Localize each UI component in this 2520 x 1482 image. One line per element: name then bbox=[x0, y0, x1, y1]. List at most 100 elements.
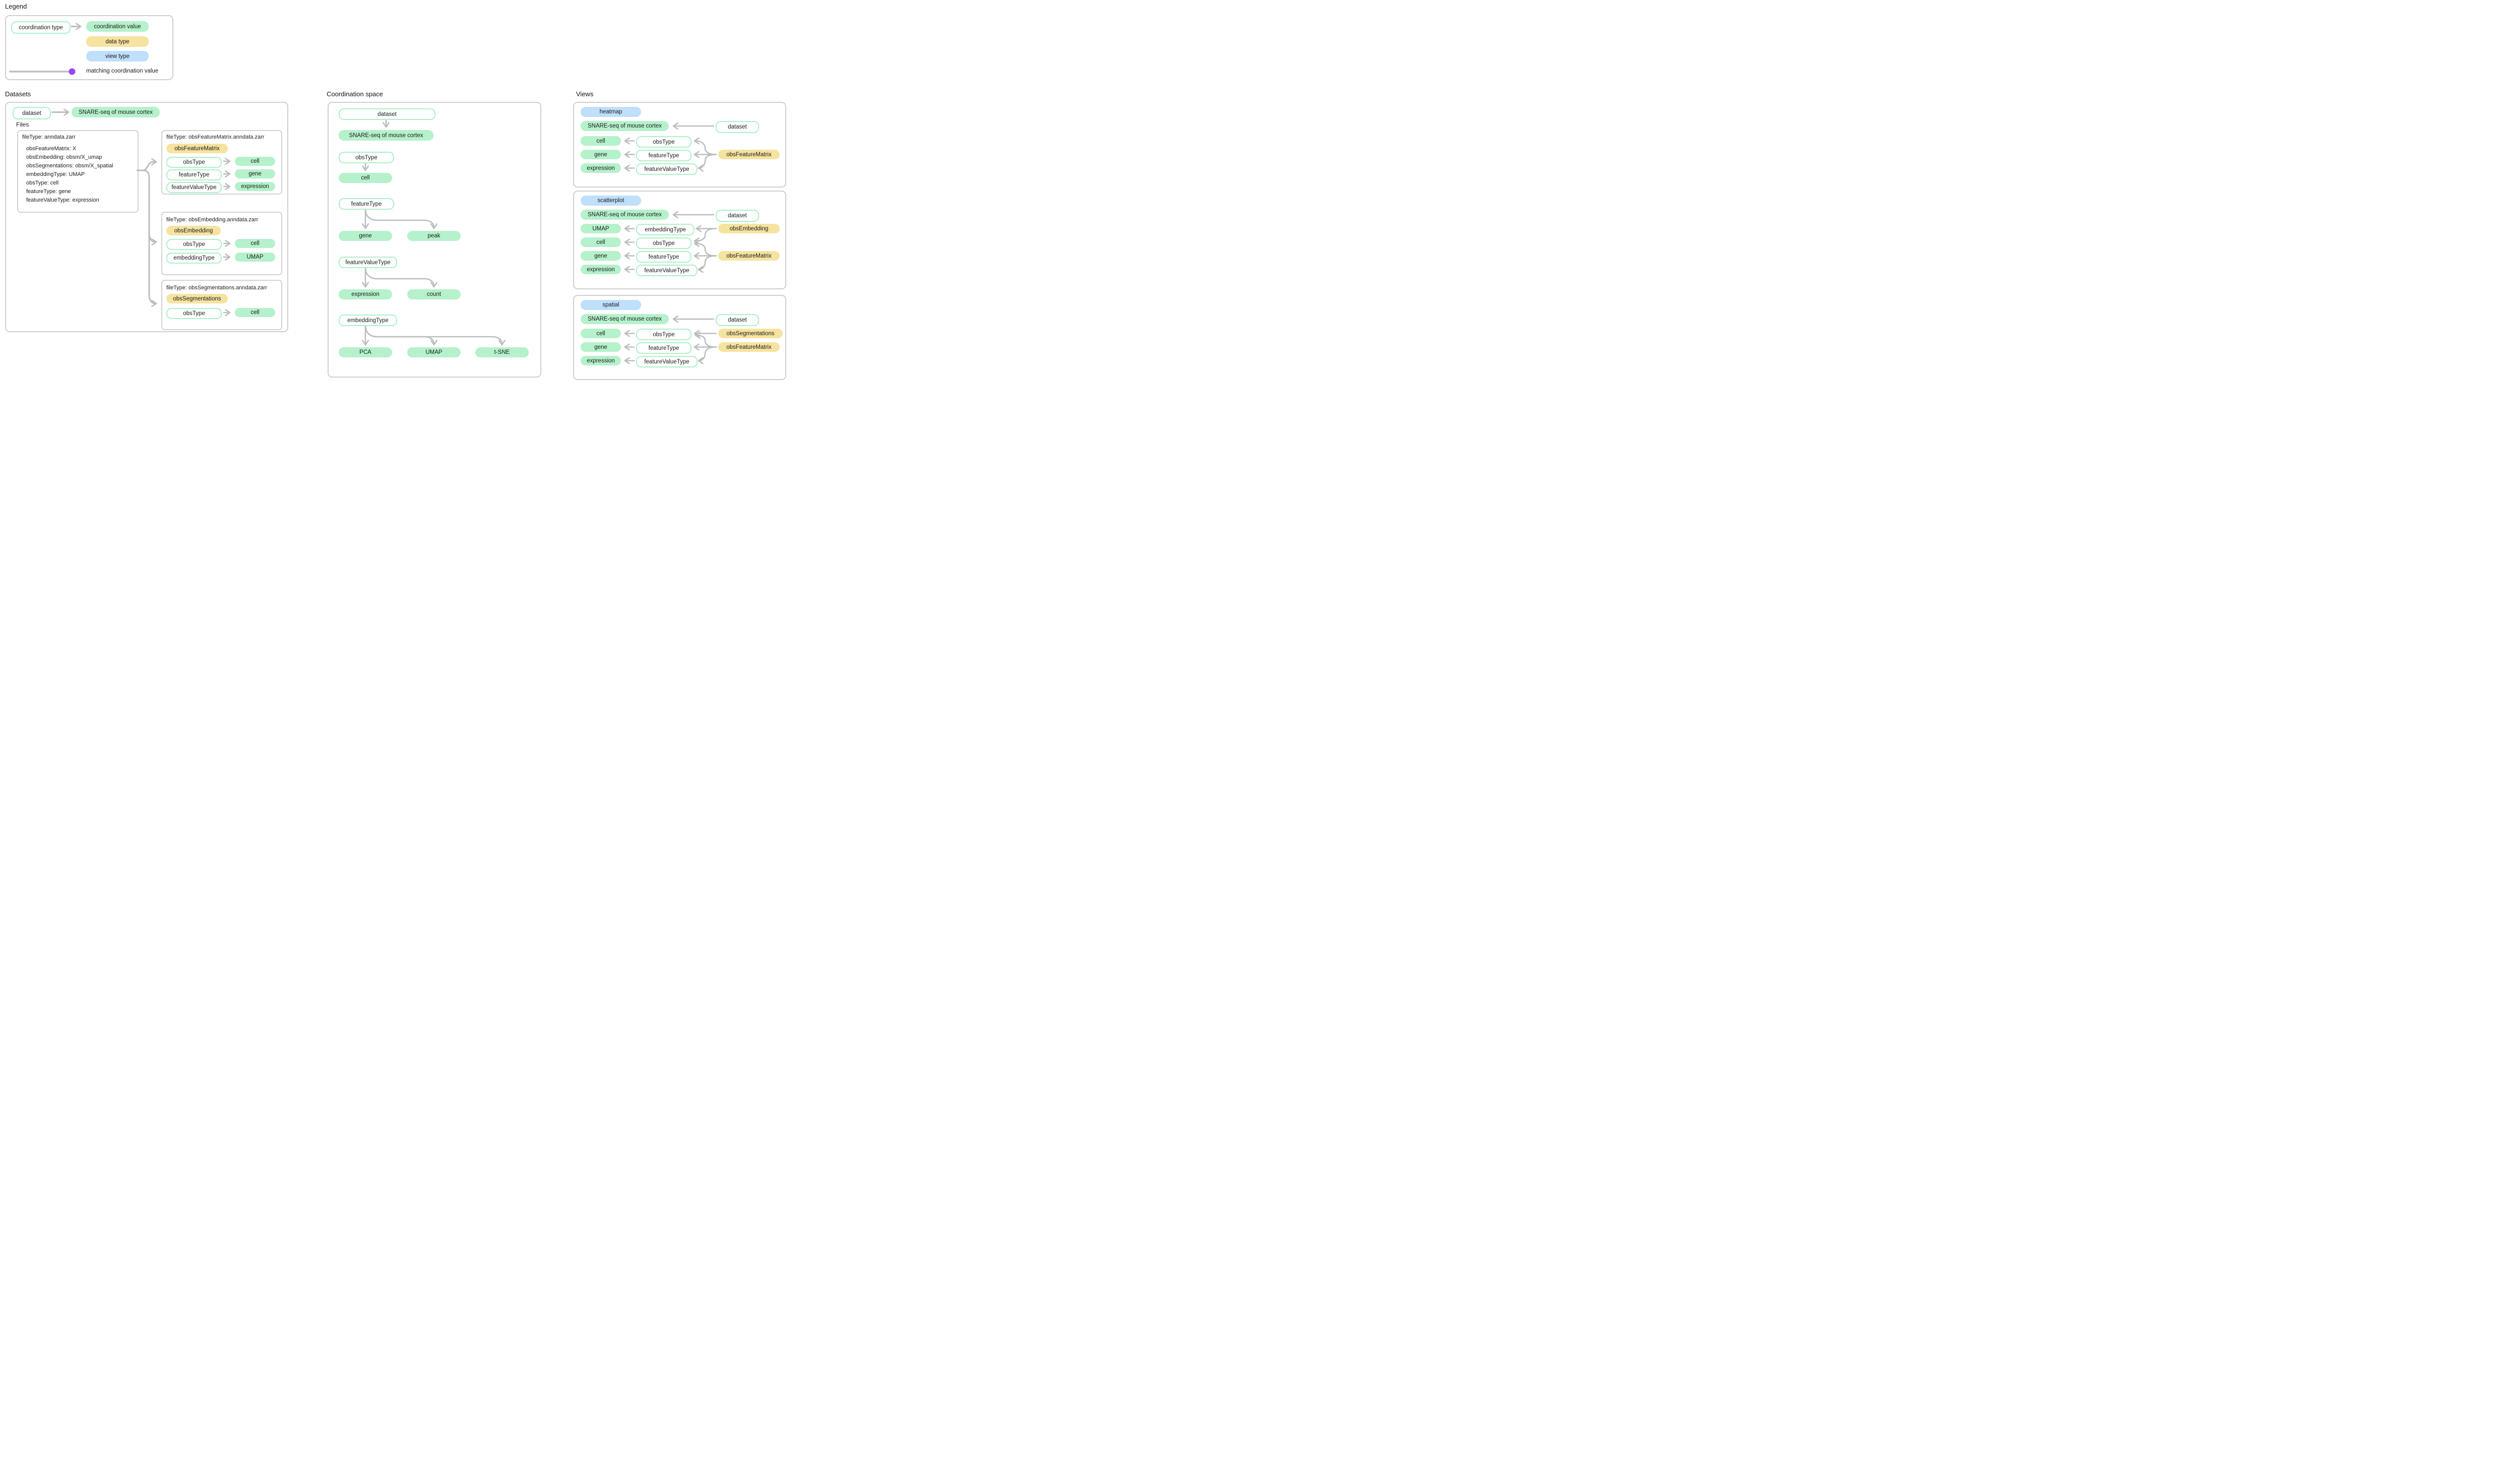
coordination-type-label: embeddingType bbox=[347, 318, 389, 324]
cs-type-pill-obstype: obsType bbox=[339, 152, 394, 163]
view-type-pill-heatmap: heatmap bbox=[581, 107, 641, 117]
cs-type-pill-dataset: dataset bbox=[339, 108, 435, 120]
coordination-value-label: UMAP bbox=[425, 349, 442, 355]
connector-source-to-file-2 bbox=[149, 233, 155, 242]
v3-value-pill-expression: expression bbox=[581, 356, 621, 365]
coordination-value-label: expression bbox=[587, 165, 615, 171]
coordination-value-label: SNARE-seq of mouse cortex bbox=[588, 212, 662, 218]
v1-dataset-type-pill: dataset bbox=[716, 121, 759, 133]
source-file-line: obsType: cell bbox=[26, 180, 58, 186]
connector-source-to-file-1 bbox=[137, 162, 155, 170]
view-type-label: spatial bbox=[602, 302, 619, 308]
coordination-value-pill-cell: cell bbox=[235, 157, 275, 166]
coordination-type-label: featureValueType bbox=[644, 166, 689, 172]
v3-value-pill-cell: cell bbox=[581, 329, 621, 338]
cs-value-pill-expression: expression bbox=[339, 289, 392, 299]
connector-source-trunk bbox=[143, 170, 149, 295]
coordination-value-label: expression bbox=[587, 358, 615, 364]
legend-matching-label: matching coordination value bbox=[86, 68, 158, 74]
coordination-type-label: featureType bbox=[351, 201, 382, 207]
v2-type-pill-obstype: obsType bbox=[636, 237, 691, 249]
coordination-type-label: dataset bbox=[728, 317, 747, 323]
arrow-v3-obsfm-obstype bbox=[697, 335, 716, 347]
legend-view-type-label: view type bbox=[105, 53, 130, 59]
coordination-type-label: obsType bbox=[183, 241, 205, 248]
matching-link-dot bbox=[69, 69, 76, 75]
files-label: Files bbox=[16, 121, 29, 128]
coordination-value-label: peak bbox=[428, 233, 440, 239]
coordination-type-label: embeddingType bbox=[645, 227, 686, 233]
coordination-value-label: cell bbox=[361, 175, 369, 181]
v2-value-pill-expression: expression bbox=[581, 265, 621, 274]
v3-dataset-value-pill: SNARE-seq of mouse cortex bbox=[581, 314, 669, 324]
arrow-v2-obsemb-obstype bbox=[696, 229, 716, 241]
source-file-line: featureValueType: expression bbox=[26, 197, 99, 203]
coordination-type-label: embeddingType bbox=[173, 255, 215, 261]
datasets-dataset-name-pill: SNARE-seq of mouse cortex bbox=[72, 107, 160, 117]
view-type-label: heatmap bbox=[600, 109, 622, 115]
source-file-line: obsEmbedding: obsm/X_umap bbox=[26, 154, 102, 160]
v1-type-pill-featurevaluetype: featureValueType bbox=[636, 163, 698, 175]
coordination-type-label: featureType bbox=[649, 345, 679, 351]
arrow-cs-featurevaluetype-count bbox=[365, 267, 434, 286]
coordination-type-pill-obstype: obsType bbox=[166, 157, 222, 168]
coordination-value-label: cell bbox=[250, 310, 259, 316]
coordination-value-pill-expression: expression bbox=[235, 182, 275, 191]
source-file-title: fileType: anndata.zarr bbox=[22, 134, 76, 140]
cs-value-pill-dataset-name: SNARE-seq of mouse cortex bbox=[339, 130, 433, 141]
v3-data-type-pill-obsfeaturematrix: obsFeatureMatrix bbox=[718, 342, 780, 352]
data-type-label: obsEmbedding bbox=[730, 226, 769, 232]
v2-data-type-pill-obsfeaturematrix: obsFeatureMatrix bbox=[718, 251, 780, 261]
legend-view-type-pill: view type bbox=[86, 51, 149, 61]
coordination-value-label: count bbox=[427, 291, 441, 297]
cs-value-pill-cell: cell bbox=[339, 173, 392, 183]
file-box-title: fileType: obsSegmentations.anndata.zarr bbox=[166, 285, 267, 291]
coordination-value-label: gene bbox=[594, 344, 607, 350]
coordination-value-label: cell bbox=[596, 331, 605, 337]
v2-dataset-type-pill: dataset bbox=[716, 210, 759, 222]
coordination-value-label: gene bbox=[594, 253, 607, 259]
data-type-label: obsFeatureMatrix bbox=[174, 146, 219, 152]
coordination-type-pill-featurevaluetype: featureValueType bbox=[166, 182, 222, 193]
coordination-type-label: dataset bbox=[377, 111, 397, 117]
cs-type-pill-featurevaluetype: featureValueType bbox=[339, 257, 397, 268]
legend-coordination-value-pill: coordination value bbox=[86, 21, 149, 32]
coordination-type-label: dataset bbox=[728, 124, 747, 130]
coordination-type-label: featureValueType bbox=[644, 268, 689, 274]
arrow-v1-obsfm-obstype bbox=[696, 141, 716, 155]
coordination-value-pill-cell: cell bbox=[235, 239, 275, 248]
datasets-dataset-type-pill: dataset bbox=[13, 107, 51, 119]
cs-value-pill-peak: peak bbox=[407, 231, 461, 241]
data-type-pill-obsembedding: obsEmbedding bbox=[166, 226, 221, 235]
arrow-cs-embeddingtype-umap bbox=[365, 325, 434, 344]
coordination-type-pill-obstype: obsType bbox=[166, 239, 222, 250]
v3-type-pill-featuretype: featureType bbox=[636, 342, 691, 354]
data-type-label: obsSegmentations bbox=[726, 331, 774, 337]
coordination-type-label: featureValueType bbox=[345, 260, 390, 266]
v1-type-pill-featuretype: featureType bbox=[636, 150, 691, 161]
v1-value-pill-expression: expression bbox=[581, 163, 621, 173]
v2-value-pill-gene: gene bbox=[581, 251, 621, 261]
source-file-line: obsSegmentations: obsm/X_spatial bbox=[26, 163, 113, 169]
diagram-canvas: Legend coordination type coordination va… bbox=[0, 0, 790, 380]
coordination-value-label: t-SNE bbox=[494, 349, 510, 355]
coordination-type-label: obsType bbox=[653, 332, 674, 338]
coordination-value-label: cell bbox=[596, 239, 605, 245]
view-type-pill-scatterplot: scatterplot bbox=[581, 196, 641, 206]
cs-type-pill-featuretype: featureType bbox=[339, 198, 394, 210]
v2-value-pill-umap: UMAP bbox=[581, 224, 621, 233]
v2-data-type-pill-obsembedding: obsEmbedding bbox=[718, 224, 780, 233]
coordination-type-pill-embeddingtype: embeddingType bbox=[166, 253, 222, 264]
data-type-label: obsEmbedding bbox=[174, 228, 213, 234]
coordination-value-label: PCA bbox=[359, 349, 371, 355]
coordination-value-label: gene bbox=[359, 233, 372, 239]
coordination-type-label: obsType bbox=[355, 155, 377, 161]
v3-type-pill-featurevaluetype: featureValueType bbox=[636, 356, 698, 367]
coordination-type-label: featureValueType bbox=[644, 359, 689, 365]
legend-coordination-type-label: coordination type bbox=[19, 25, 63, 31]
v3-value-pill-gene: gene bbox=[581, 342, 621, 352]
v3-type-pill-obstype: obsType bbox=[636, 329, 691, 340]
v2-type-pill-featurevaluetype: featureValueType bbox=[636, 265, 698, 276]
data-type-label: obsFeatureMatrix bbox=[726, 344, 771, 350]
legend-coordination-type-pill: coordination type bbox=[11, 21, 71, 34]
